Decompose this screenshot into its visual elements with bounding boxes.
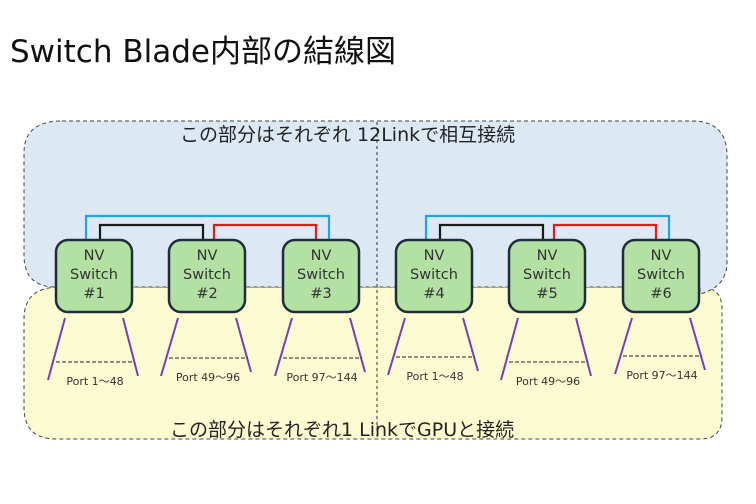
- lower-zone-label: この部分はそれぞれ1 LinkでGPUと接続: [170, 419, 514, 441]
- switch-label-line3: #4: [423, 286, 444, 302]
- port-range-label: Port 97～144: [286, 371, 357, 384]
- switch-box: [167, 238, 247, 314]
- port-fan-right: [689, 317, 706, 371]
- port-fan-left: [274, 317, 293, 377]
- nv-switch-3: Port 97～144 NV Switch #3: [274, 238, 366, 384]
- switch-label-line1: NV: [537, 248, 558, 264]
- switch-label-line1: NV: [84, 248, 105, 264]
- switch-box: [507, 238, 587, 314]
- upper-zone-label: この部分はそれぞれ 12Linkで相互接続: [180, 124, 515, 146]
- links-layer: [84, 214, 671, 240]
- port-fan-right: [349, 317, 366, 373]
- switch-label-line3: #5: [536, 286, 557, 302]
- switch-label-line2: Switch: [183, 267, 231, 283]
- nv-switch-2: Port 49～96 NV Switch #2: [160, 238, 252, 384]
- switch-label-line3: #3: [310, 286, 331, 302]
- nv-switch-4: Port 1～48 NV Switch #4: [387, 238, 479, 383]
- diagram-title: Switch Blade内部の結線図: [10, 34, 396, 70]
- port-fan-left: [500, 317, 519, 381]
- switch-box: [621, 238, 701, 314]
- switch-label-line3: #1: [83, 286, 104, 302]
- switch-label-line2: Switch: [523, 267, 571, 283]
- switch-label-line1: NV: [651, 248, 672, 264]
- port-range-label: Port 97～144: [626, 369, 697, 382]
- switch-label-line1: NV: [424, 248, 445, 264]
- switch-box: [281, 238, 361, 314]
- link-red-5-6: [552, 223, 658, 240]
- port-fan-right: [235, 317, 252, 373]
- link-red-2-3: [212, 223, 318, 240]
- switch-label-line2: Switch: [70, 267, 118, 283]
- switch-box: [54, 238, 134, 314]
- switch-label-line2: Switch: [637, 267, 685, 283]
- port-fan-right: [122, 317, 139, 377]
- link-blue-1-3: [84, 214, 331, 240]
- link-black-4-5: [438, 223, 545, 240]
- switch-label-line2: Switch: [410, 267, 458, 283]
- port-range-label: Port 1～48: [406, 370, 463, 383]
- nv-switch-1: Port 1～48 NV Switch #1: [47, 238, 139, 388]
- port-fan-left: [47, 317, 66, 381]
- port-fan-left: [614, 317, 633, 375]
- switch-label-line3: #6: [650, 286, 671, 302]
- port-fan-left: [387, 317, 406, 376]
- switch-label-line1: NV: [311, 248, 332, 264]
- switch-label-line2: Switch: [297, 267, 345, 283]
- nv-switch-5: Port 49～96 NV Switch #5: [500, 238, 592, 388]
- port-fan-right: [575, 317, 592, 377]
- switch-label-line3: #2: [196, 286, 217, 302]
- nv-switch-6: Port 97～144 NV Switch #6: [614, 238, 706, 382]
- switch-label-line1: NV: [197, 248, 218, 264]
- gpu-link-zone: [23, 286, 723, 440]
- port-range-label: Port 1～48: [66, 375, 123, 388]
- link-black-1-2: [98, 223, 205, 240]
- link-blue-4-6: [424, 214, 671, 240]
- switch-box: [394, 238, 474, 314]
- port-fan-right: [462, 317, 479, 372]
- port-range-label: Port 49～96: [176, 371, 240, 384]
- port-fan-left: [160, 317, 179, 377]
- port-range-label: Port 49～96: [516, 375, 580, 388]
